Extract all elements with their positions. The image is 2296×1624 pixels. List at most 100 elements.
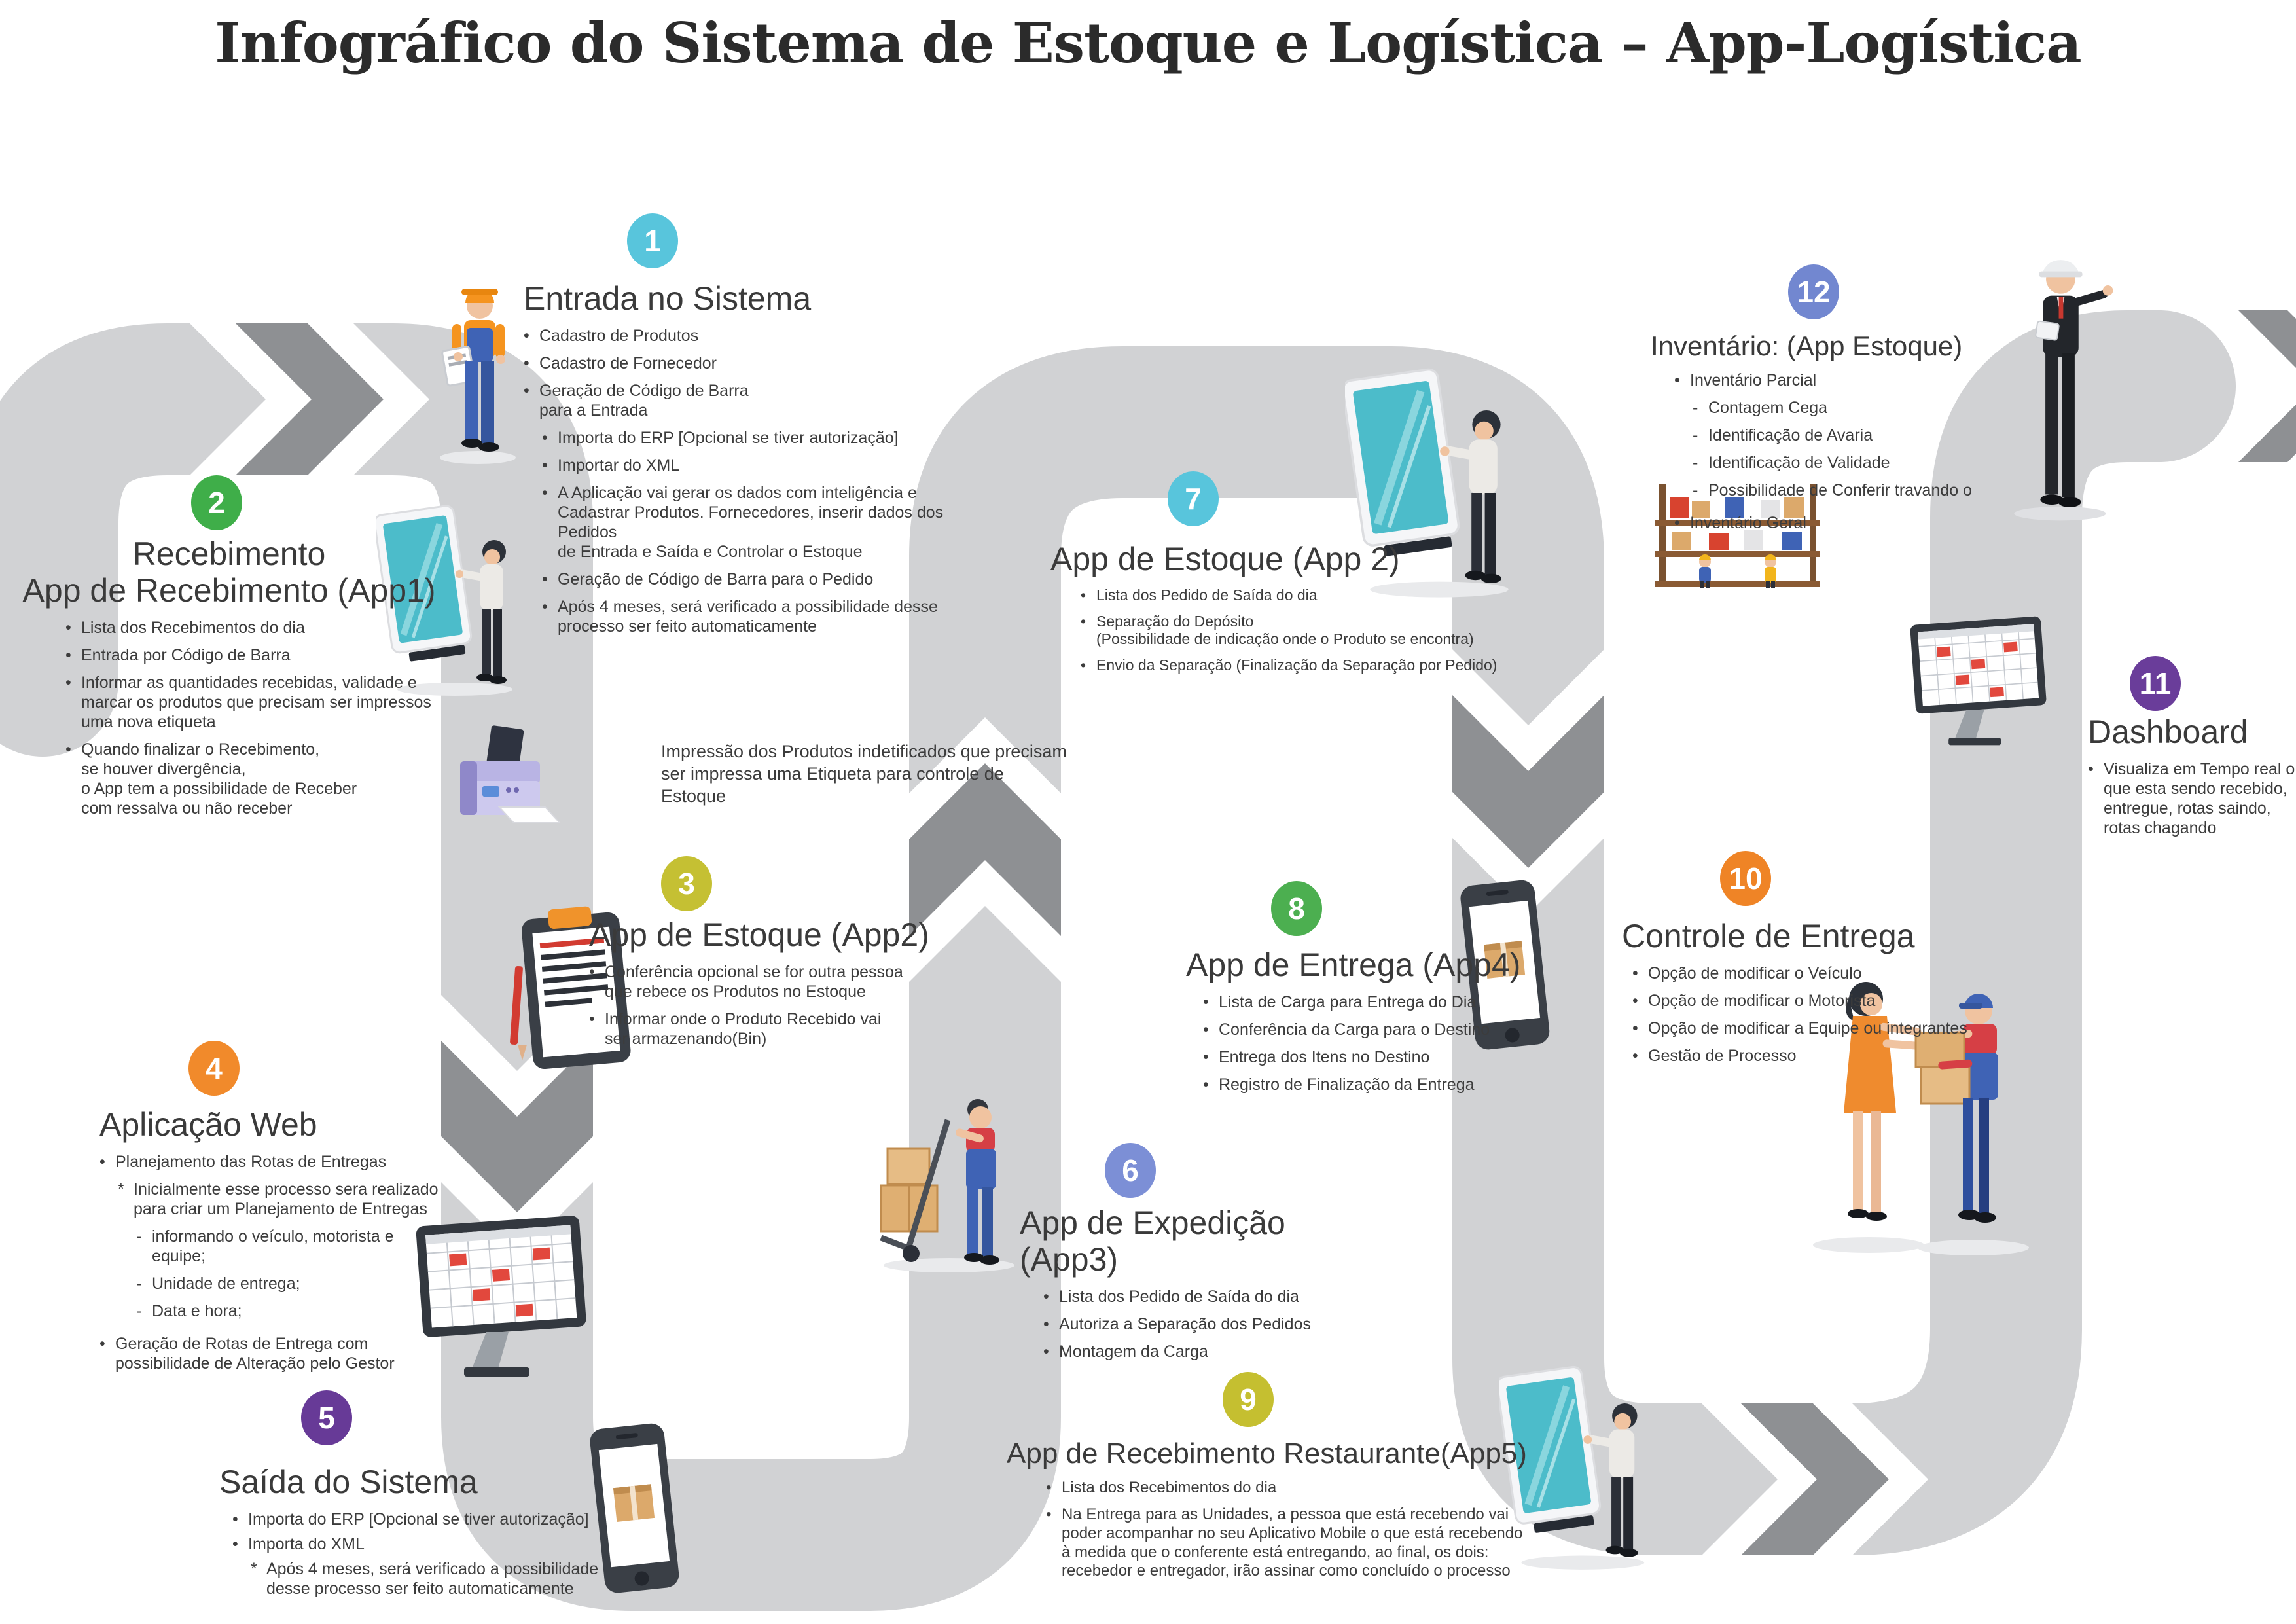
bullet-line: -Contagem Cega: [1693, 399, 1828, 418]
step-7-bullets: •Lista dos Pedido de Saída do dia •Separa…: [1050, 586, 1509, 674]
bullet-line: •Autoriza a Separação dos Pedidos: [1043, 1315, 1311, 1333]
bullet-line: •Geração de Rotas de Entrega com possibi…: [99, 1335, 395, 1373]
step-6-title: App de Expedição (App3): [1020, 1204, 1285, 1278]
step-6-badge: 6: [1105, 1143, 1156, 1198]
step-5-title: Saída do Sistema: [219, 1464, 478, 1500]
step-6-section: App de Expedição (App3) •Lista dos Pedid…: [1020, 1204, 1373, 1369]
bullet-line: •Cadastro de Produtos: [524, 327, 699, 345]
hand-truck-worker-illustration: [870, 1057, 1031, 1273]
page-title: Infográfico do Sistema de Estoque e Logí…: [215, 10, 2081, 75]
printer-note: Impressão dos Produtos indetificados que…: [661, 742, 1067, 806]
step-4-title: Aplicação Web: [99, 1106, 317, 1143]
step-5-section: Saída do Sistema •Importa do ERP [Opcion…: [219, 1464, 599, 1604]
bullet-line: •Entrada por Código de Barra: [65, 646, 291, 664]
bullet-line: •Geração de Código de Barra para a Entra…: [524, 382, 749, 420]
bullet-line: •Envio da Separação (Finalização da Sepa…: [1081, 656, 1498, 674]
step-2-section: Recebimento App de Recebimento (App1) •L…: [20, 535, 439, 826]
step-1-badge: 1: [627, 213, 678, 268]
bullet-line: •Conferência opcional se for outra pesso…: [589, 963, 903, 1001]
dashboard-monitor-illustration: [1909, 615, 2047, 746]
step-7-section: App de Estoque (App 2) •Lista dos Pedido…: [1050, 541, 1509, 682]
bullet-line: •Lista dos Pedido de Saída do dia: [1081, 586, 1318, 604]
step-12-badge: 12: [1788, 264, 1839, 319]
chevron-down-icon: [441, 1041, 593, 1212]
bullet-line: •Importar do XML: [542, 456, 680, 475]
bullet-line: •Geração de Código de Barra para o Pedid…: [542, 570, 874, 588]
chevron-down-icon: [1452, 695, 1604, 868]
bullet-line: -Identificação de Avaria: [1693, 426, 1873, 445]
step-3-title: App de Estoque (App2): [589, 916, 929, 953]
step-8-section: App de Entrega (App4) •Lista de Carga pa…: [1186, 947, 1552, 1102]
exit-chevron-icon: [2238, 310, 2296, 462]
step-5-badge: 5: [301, 1390, 352, 1445]
step-9-section: App de Recebimento Restaurante(App5) •Li…: [1007, 1437, 1543, 1589]
bullet-line: •Visualiza em Tempo real o que esta send…: [2088, 760, 2295, 837]
step-3-badge: 3: [661, 856, 712, 911]
entry-chevrons: [190, 323, 429, 475]
chevron-right-icon: [1741, 1403, 1889, 1555]
step-1-bullets: •Cadastro de Produtos •Cadastro de Fornec…: [524, 326, 982, 636]
step-10-badge: 10: [1720, 851, 1771, 906]
bullet-line: •Separação do Depósito (Possibilidade de…: [1081, 612, 1474, 648]
step-9-title: App de Recebimento Restaurante(App5): [1007, 1437, 1527, 1470]
bullet-line: •A Aplicação vai gerar os dados com inte…: [542, 484, 944, 561]
manager-helmet-pointing-illustration: [2013, 259, 2114, 522]
step-6-bullets: •Lista dos Pedido de Saída do dia •Autori…: [1020, 1287, 1373, 1362]
step-12-section: Inventário: (App Estoque) •Inventário Pa…: [1651, 331, 2017, 541]
step-2-bullets: •Lista dos Recebimentos do dia•Entrada p…: [20, 618, 439, 818]
bullet-line: •Na Entrega para as Unidades, a pessoa q…: [1046, 1506, 1523, 1580]
road-tip: [2160, 310, 2236, 462]
bullet-line: -Data e hora;: [136, 1302, 242, 1320]
bullet-line: •Opção de modificar o Veículo: [1632, 964, 1862, 983]
bullet-line: -Unidade de entrega;: [136, 1274, 300, 1293]
bullet-line: •Registro de Finalização da Entrega: [1203, 1075, 1475, 1094]
step-10-title: Controle de Entrega: [1622, 918, 1915, 954]
up-chevrons-middle-leg: [909, 717, 1061, 982]
step-11-section: Dashboard •Visualiza em Tempo real o que…: [2088, 713, 2296, 846]
step-1-section: Entrada no Sistema •Cadastro de Produtos…: [524, 280, 982, 644]
step-2-title: Recebimento App de Recebimento (App1): [22, 535, 436, 609]
step-7-title: App de Estoque (App 2): [1050, 541, 1400, 577]
step-12-bullets: •Inventário Parcial-Contagem Cega-Identi…: [1651, 370, 2017, 533]
bullet-line: •Opção de modificar o Motorista: [1632, 992, 1876, 1010]
bullet-line: •Montagem da Carga: [1043, 1343, 1208, 1361]
bullet-line: •Cadastro de Fornecedor: [524, 354, 717, 372]
step-10-section: Controle de Entrega •Opção de modificar …: [1622, 918, 1988, 1074]
step-4-bullets: •Planejamento das Rotas de Entregas*Inic…: [99, 1152, 453, 1373]
step-2-badge: 2: [191, 475, 242, 530]
step-10-bullets: •Opção de modificar o Veículo •Opção de m…: [1622, 964, 1988, 1066]
step-11-title: Dashboard: [2088, 713, 2248, 750]
bullet-line: *Inicialmente esse processo sera realiza…: [118, 1180, 439, 1218]
bullet-line: •Quando finalizar o Recebimento, se houv…: [65, 740, 357, 818]
step-3-bullets: •Conferência opcional se for outra pesso…: [589, 962, 956, 1049]
step-4-section: Aplicação Web •Planejamento das Rotas de…: [99, 1106, 453, 1381]
step-9-badge: 9: [1223, 1372, 1274, 1427]
chevron-right-icon: [236, 323, 384, 475]
step-8-bullets: •Lista de Carga para Entrega do Dia •Conf…: [1186, 992, 1552, 1094]
right-chevrons-bottom: [1702, 1403, 1928, 1555]
worker-clipboard-illustration: [439, 287, 517, 465]
bullet-line: -informando o veículo, motorista e equip…: [136, 1227, 394, 1265]
bullet-line: •Importa do ERP [Opcional se tiver autor…: [542, 429, 899, 447]
step-3-section: App de Estoque (App2) •Conferência opcio…: [589, 916, 956, 1056]
bullet-line: •Lista de Carga para Entrega do Dia: [1203, 993, 1477, 1011]
bullet-line: *Após 4 meses, será verificado a possibi…: [251, 1560, 599, 1598]
bullet-line: •Após 4 meses, será verificado a possibi…: [542, 598, 938, 636]
smartphone-package-illustration: [588, 1422, 681, 1595]
step-7-badge: 7: [1168, 471, 1219, 526]
bullet-line: •Importa do XML: [232, 1535, 365, 1553]
label-printer-illustration: [459, 724, 560, 823]
bullet-line: •Opção de modificar a Equipe ou integran…: [1632, 1019, 1967, 1038]
step-4-badge: 4: [188, 1041, 240, 1096]
bullet-line: •Entrega dos Itens no Destino: [1203, 1048, 1430, 1066]
bullet-line: •Gestão de Processo: [1632, 1047, 1797, 1065]
step-9-bullets: •Lista dos Recebimentos do dia•Na Entreg…: [1007, 1479, 1543, 1581]
bullet-line: •Importa do ERP [Opcional se tiver autor…: [232, 1510, 589, 1528]
step-1-title: Entrada no Sistema: [524, 280, 812, 317]
bullet-line: -Possibilidade de Conferir travando o: [1693, 481, 1973, 500]
bullet-line: •Conferência da Carga para o Destino: [1203, 1020, 1490, 1039]
step-8-title: App de Entrega (App4): [1186, 947, 1521, 983]
bullet-line: •Lista dos Pedido de Saída do dia: [1043, 1288, 1299, 1306]
step-11-badge: 11: [2130, 656, 2181, 711]
